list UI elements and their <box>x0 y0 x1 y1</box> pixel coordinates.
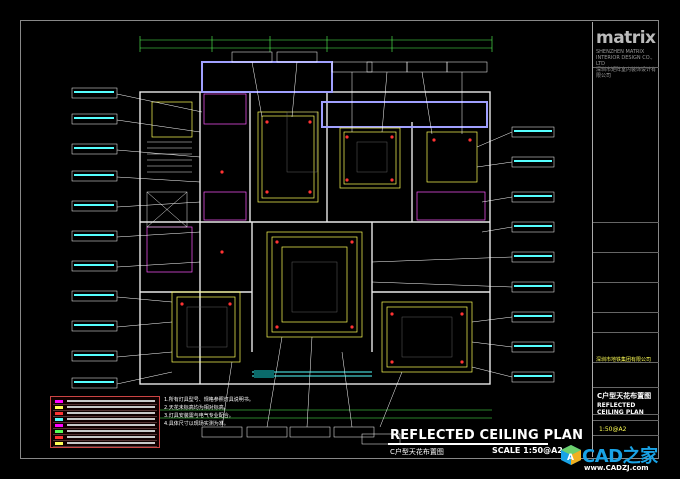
left-tag-boxes <box>71 87 118 389</box>
svg-text:A: A <box>567 453 574 463</box>
note-line: 1.所有灯具型号、规格参照灯具说明书。 <box>164 397 254 403</box>
cadzj-watermark: A CAD之家 www.CADZJ.com <box>552 440 680 479</box>
note-line: 4.具体尺寸以现场实测为准。 <box>164 421 229 427</box>
brand-logo: matrix <box>596 28 656 48</box>
brand-subtitle-cn: 深圳市矩阵室内装饰设计有限公司 <box>596 67 657 79</box>
cadzj-url: www.CADZJ.com <box>584 464 649 472</box>
plan-title-cn: C户型天花布置图 <box>390 448 444 456</box>
drawing-title-cn: C户型天花布置图 <box>597 392 652 400</box>
cadzj-logo-icon: A <box>561 445 581 465</box>
title-block: matrix SHENZHEN MATRIX INTERIOR DESIGN C… <box>592 22 659 457</box>
ceiling-outlines <box>151 101 478 373</box>
stair-hatch <box>146 141 192 228</box>
drawing-scale: 1:50@A2 <box>599 426 627 433</box>
bottom-tag-boxes <box>201 426 401 445</box>
client-name: 深圳市地铁集团有限公司 <box>596 357 652 363</box>
brand-subtitle: SHENZHEN MATRIX INTERIOR DESIGN CO., LTD… <box>596 49 658 79</box>
brand-subtitle-en: SHENZHEN MATRIX INTERIOR DESIGN CO., LTD <box>596 49 653 67</box>
plan-scale: SCALE 1:50@A2 <box>492 446 563 455</box>
symbol-legend <box>50 396 160 448</box>
balcony-fill <box>254 370 274 378</box>
note-line: 3.灯具安装需与电气专业配合。 <box>164 413 234 419</box>
left-tag-text <box>74 91 114 383</box>
dimension-lines <box>139 36 493 419</box>
floor-pattern <box>186 111 453 358</box>
right-tag-text <box>514 130 552 377</box>
drawing-notes: 1.所有灯具型号、规格参照灯具说明书。 2.天花未标高均为相对标高。 3.灯具安… <box>164 396 259 428</box>
plan-title-underline <box>388 443 548 445</box>
ceiling-plan-drawing[interactable] <box>22 22 587 457</box>
light-fixtures <box>180 120 472 364</box>
top-tag-boxes <box>231 51 488 73</box>
plan-title: REFLECTED CEILING PLAN <box>390 428 584 443</box>
sheet-border <box>20 20 659 459</box>
note-line: 2.天花未标高均为相对标高。 <box>164 405 229 411</box>
room-accents <box>146 93 486 273</box>
walls <box>139 91 491 385</box>
leader-lines <box>116 61 513 428</box>
cadzj-site-name: CAD之家 <box>582 446 658 467</box>
right-tag-boxes <box>511 126 555 383</box>
drawing-title-en: REFLECTED CEILING PLAN <box>597 402 644 416</box>
